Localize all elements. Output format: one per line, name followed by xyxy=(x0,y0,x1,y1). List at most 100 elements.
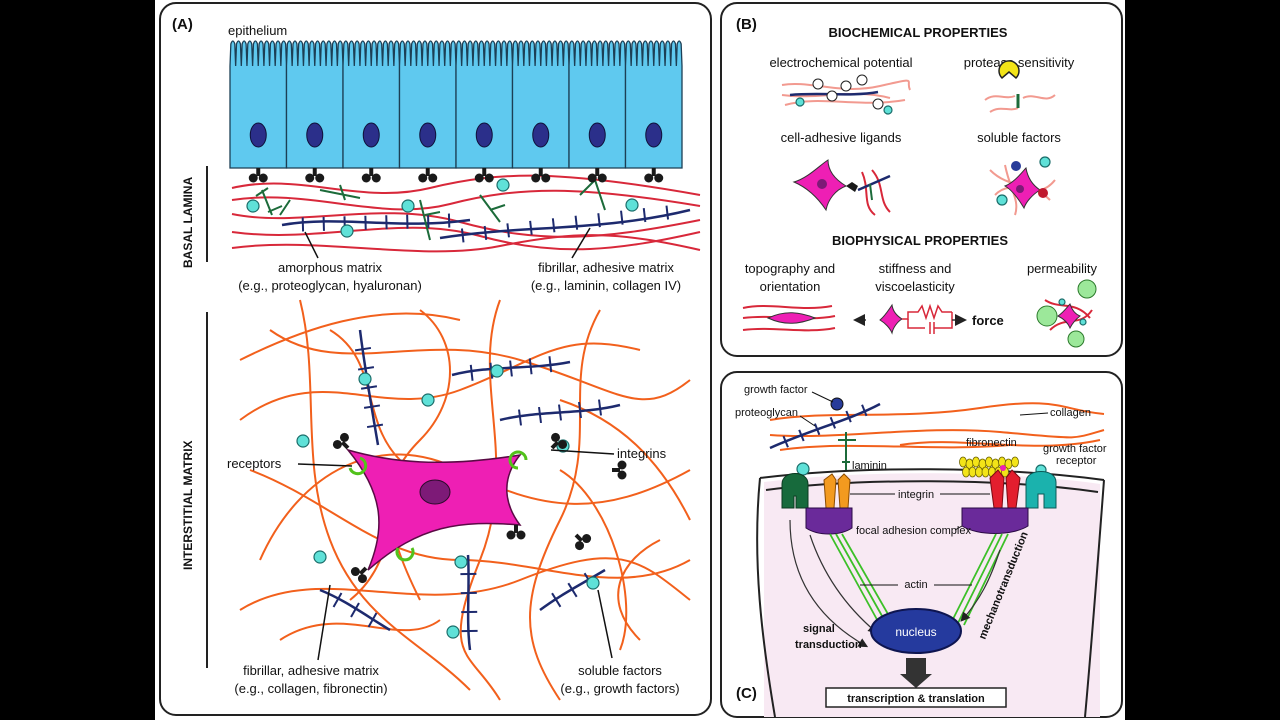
focal-adhesion-right xyxy=(961,507,1029,534)
epithelium-label: epithelium xyxy=(228,23,287,38)
growth-factor-label: growth factor xyxy=(744,384,808,396)
interstitial-fiber-tick xyxy=(332,592,343,608)
interstitial-fiber-tick xyxy=(360,385,378,390)
panel-c-fiber-tick xyxy=(813,423,821,436)
fibronectin-bead xyxy=(968,466,977,478)
actin-label: actin xyxy=(904,579,927,591)
epithelial-cell xyxy=(342,40,401,169)
epithelial-cell xyxy=(568,40,627,169)
mechano-arrow xyxy=(960,549,1001,622)
basal-receptor xyxy=(418,168,438,183)
epithelial-cell xyxy=(229,40,288,169)
cell-membrane-left xyxy=(756,477,776,718)
fibronectin-beads xyxy=(959,456,1019,478)
interstitial-receptor xyxy=(574,533,592,551)
interstitial-fiber-tick xyxy=(558,404,562,421)
actin-filaments xyxy=(829,533,1009,626)
focal-adhesion-label: focal adhesion complex xyxy=(856,525,971,537)
stiffness-icon xyxy=(853,303,967,335)
cell-adhesive-label: cell-adhesive ligands xyxy=(781,130,902,145)
epithelial-cell xyxy=(455,40,514,169)
basal-receptor xyxy=(644,168,664,183)
fibronectin-bead xyxy=(972,456,980,468)
fibronectin-bead xyxy=(981,466,990,478)
gf-receptor-label-1: growth factor xyxy=(1043,443,1107,455)
integrin-label: integrin xyxy=(898,489,934,501)
fibrillar-top-label: fibrillar, adhesive matrix xyxy=(538,260,674,275)
interstitial-fiber-tick xyxy=(366,423,384,429)
nucleus-label: nucleus xyxy=(895,625,936,639)
basal-fiber-tick xyxy=(506,223,510,238)
basal-fiber-tick xyxy=(597,213,601,228)
basal-lamina-label: BASAL LAMINA xyxy=(181,177,195,268)
panel-c-proteoglycan-ticks xyxy=(782,404,868,448)
interstitial-receptor xyxy=(612,460,627,480)
integrin-left-alpha xyxy=(823,473,837,509)
cell-interior xyxy=(764,473,1100,717)
signal-arrow-1 xyxy=(789,519,869,648)
laminin-label: laminin xyxy=(852,460,887,472)
transcription-label: transcription & translation xyxy=(847,693,985,705)
interstitial-fiber-tick xyxy=(567,582,578,598)
panel-c-laminin xyxy=(838,432,856,470)
biochemical-header: BIOCHEMICAL PROPERTIES xyxy=(829,25,1008,40)
interstitial-fiber-tick xyxy=(551,592,562,608)
epithelial-nucleus xyxy=(249,122,267,148)
soluble-factors-label: soluble factors xyxy=(578,663,662,678)
epithelial-nucleus xyxy=(532,122,550,148)
fibronectin-bead xyxy=(985,456,993,468)
panel-b: (B) BIOCHEMICAL PROPERTIES electrochemic… xyxy=(720,2,1123,357)
proteoglycan-receptor xyxy=(781,473,809,509)
basal-fiber-tick xyxy=(574,215,579,230)
fibronectin-bead xyxy=(962,466,970,478)
fibronectin-bead xyxy=(975,466,983,478)
basal-receptor xyxy=(361,168,381,183)
epithelial-cell xyxy=(511,40,570,169)
panel-c: nucleus transcription & translation (C) … xyxy=(720,371,1123,718)
basal-lamina-fibers xyxy=(231,174,701,253)
panel-c-fiber-tick xyxy=(798,429,805,442)
permeability-label: permeability xyxy=(1027,261,1098,276)
panel-b-letter: (B) xyxy=(736,16,757,33)
electrochemical-icon xyxy=(781,74,911,115)
panel-a-letter: (A) xyxy=(172,16,193,33)
basal-fiber-tick xyxy=(483,225,488,240)
signal-arrow-2 xyxy=(809,534,878,634)
soluble-factors-b-icon xyxy=(989,156,1056,216)
basal-fiber-tick xyxy=(620,210,624,225)
signal-label-1: signal xyxy=(803,623,835,635)
basal-fiber-tick xyxy=(551,218,556,233)
collagen-label: collagen xyxy=(1050,407,1091,419)
cell-adhesive-icon xyxy=(792,159,891,216)
integrin-left-beta xyxy=(837,473,851,509)
basal-receptor xyxy=(474,168,494,183)
panel-c-fiber-tick xyxy=(829,416,837,429)
interstitial-navy-ticks xyxy=(332,346,602,633)
interstitial-soluble-factors xyxy=(296,364,600,639)
panel-c-fiber-tick xyxy=(782,435,789,448)
collagen-leader xyxy=(1019,412,1049,416)
basal-lamina-ticks xyxy=(301,205,670,243)
interstitial-fiber-tick xyxy=(548,356,553,373)
basal-receptor xyxy=(587,168,607,183)
integrin-right-alpha xyxy=(989,469,1005,509)
amorphous-matrix-example: (e.g., proteoglycan, hyaluronan) xyxy=(238,278,422,293)
interstitial-receptor xyxy=(506,525,526,540)
interstitial-cell xyxy=(345,448,522,571)
gf-receptor-label-2: receptor xyxy=(1056,455,1097,467)
epithelial-cell xyxy=(285,40,344,169)
panel-a: (A) epithelium BASAL LAMINA INTERSTITIAL… xyxy=(159,2,712,716)
receptors-label: receptors xyxy=(227,456,282,471)
epithelial-nucleus xyxy=(475,122,493,148)
interstitial-fiber-tick xyxy=(367,612,378,628)
biophysical-header: BIOPHYSICAL PROPERTIES xyxy=(832,233,1008,248)
interstitial-green-receptors xyxy=(348,450,528,562)
panel-c-fiber-tick xyxy=(861,404,868,417)
epithelial-nucleus xyxy=(306,122,324,148)
panel-b-frame xyxy=(720,2,1123,357)
fibrillar-top-example: (e.g., laminin, collagen IV) xyxy=(531,278,681,293)
fibronectin-label: fibronectin xyxy=(966,437,1017,449)
basal-lamina-proteoglycans xyxy=(255,178,606,241)
interstitial-fiber-tick xyxy=(363,404,381,409)
interstitial-fiber-tick xyxy=(528,358,533,375)
